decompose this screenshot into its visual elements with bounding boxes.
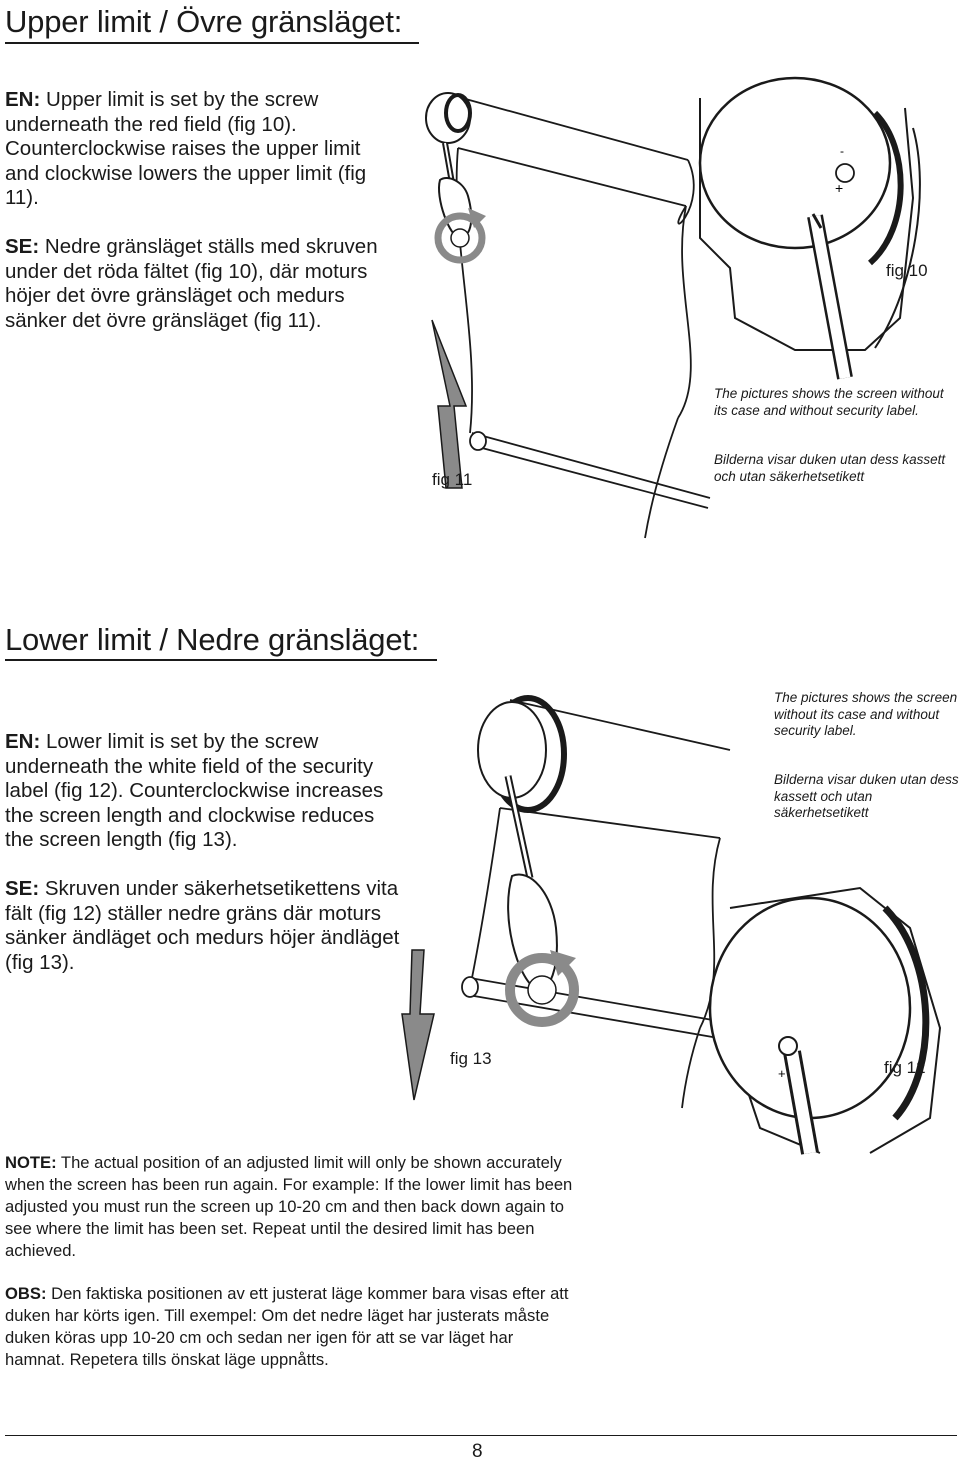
obs-label: OBS: bbox=[5, 1284, 47, 1303]
fig13-illustration bbox=[401, 695, 731, 1109]
lower-heading-underline bbox=[5, 659, 437, 661]
upper-se-label: SE: bbox=[5, 235, 40, 258]
fig10-end-cap bbox=[698, 76, 892, 250]
page-number: 8 bbox=[472, 1441, 483, 1462]
fig13-rotate-arrow-icon bbox=[505, 950, 579, 1027]
svg-text:+: + bbox=[778, 1066, 786, 1081]
lower-en-text: Lower limit is set by the screw undernea… bbox=[5, 730, 384, 851]
lower-en-paragraph: EN: Lower limit is set by the screw unde… bbox=[5, 730, 403, 853]
lower-en-label: EN: bbox=[5, 730, 41, 753]
obs-text: Den faktiska positionen av ett justerat … bbox=[5, 1284, 569, 1369]
obs-paragraph: OBS: Den faktiska positionen av ett just… bbox=[5, 1283, 575, 1371]
lower-se-paragraph: SE: Skruven under säkerhetsetikettens vi… bbox=[5, 877, 405, 975]
fig12-end-cap bbox=[708, 896, 912, 1120]
fig10-label: fig 10 bbox=[886, 261, 928, 280]
upper-se-paragraph: SE: Nedre gränsläget ställs med skruven … bbox=[5, 235, 400, 333]
fig12-illustration: + bbox=[708, 886, 942, 1155]
fig10-illustration: + - bbox=[698, 76, 921, 380]
fig13-label: fig 13 bbox=[450, 1049, 492, 1068]
upper-heading: Upper limit / Övre gränsläget: bbox=[5, 4, 403, 39]
upper-en-label: EN: bbox=[5, 88, 41, 111]
footer-rule bbox=[5, 1435, 957, 1436]
lower-se-text: Skruven under säkerhetsetikettens vita f… bbox=[5, 877, 400, 974]
fig11-screwdriver-icon bbox=[438, 142, 473, 240]
upper-note-en: The pictures shows the screen without it… bbox=[714, 386, 944, 418]
fig11-rotate-arrow-icon bbox=[434, 208, 486, 264]
fig11-label: fig 11 bbox=[432, 470, 473, 489]
upper-en-text: Upper limit is set by the screw undernea… bbox=[5, 88, 367, 209]
svg-text:+: + bbox=[835, 180, 843, 196]
fig13-down-arrow-icon bbox=[401, 949, 435, 1101]
lower-note-en: The pictures shows the screen without it… bbox=[774, 690, 958, 738]
upper-se-text: Nedre gränsläget ställs med skruven unde… bbox=[5, 235, 378, 332]
fig12-screwdriver-icon bbox=[778, 1036, 819, 1155]
fig12-label: fig 12 bbox=[884, 1058, 926, 1077]
note-text: The actual position of an adjusted limit… bbox=[5, 1153, 573, 1260]
note-label: NOTE: bbox=[5, 1153, 57, 1172]
note-paragraph: NOTE: The actual position of an adjusted… bbox=[5, 1152, 575, 1262]
svg-text:-: - bbox=[840, 144, 844, 158]
lower-heading: Lower limit / Nedre gränsläget: bbox=[5, 622, 420, 657]
fig10-screwdriver-icon bbox=[807, 213, 853, 380]
upper-note-se: Bilderna visar duken utan dess kassett o… bbox=[714, 452, 946, 484]
upper-en-paragraph: EN: Upper limit is set by the screw unde… bbox=[5, 88, 375, 211]
upper-heading-underline bbox=[5, 42, 419, 44]
lower-se-label: SE: bbox=[5, 877, 40, 900]
lower-note-se: Bilderna visar duken utan dess kassett o… bbox=[774, 772, 959, 820]
fig11-up-arrow-icon bbox=[431, 319, 468, 489]
fig11-illustration bbox=[425, 92, 711, 539]
